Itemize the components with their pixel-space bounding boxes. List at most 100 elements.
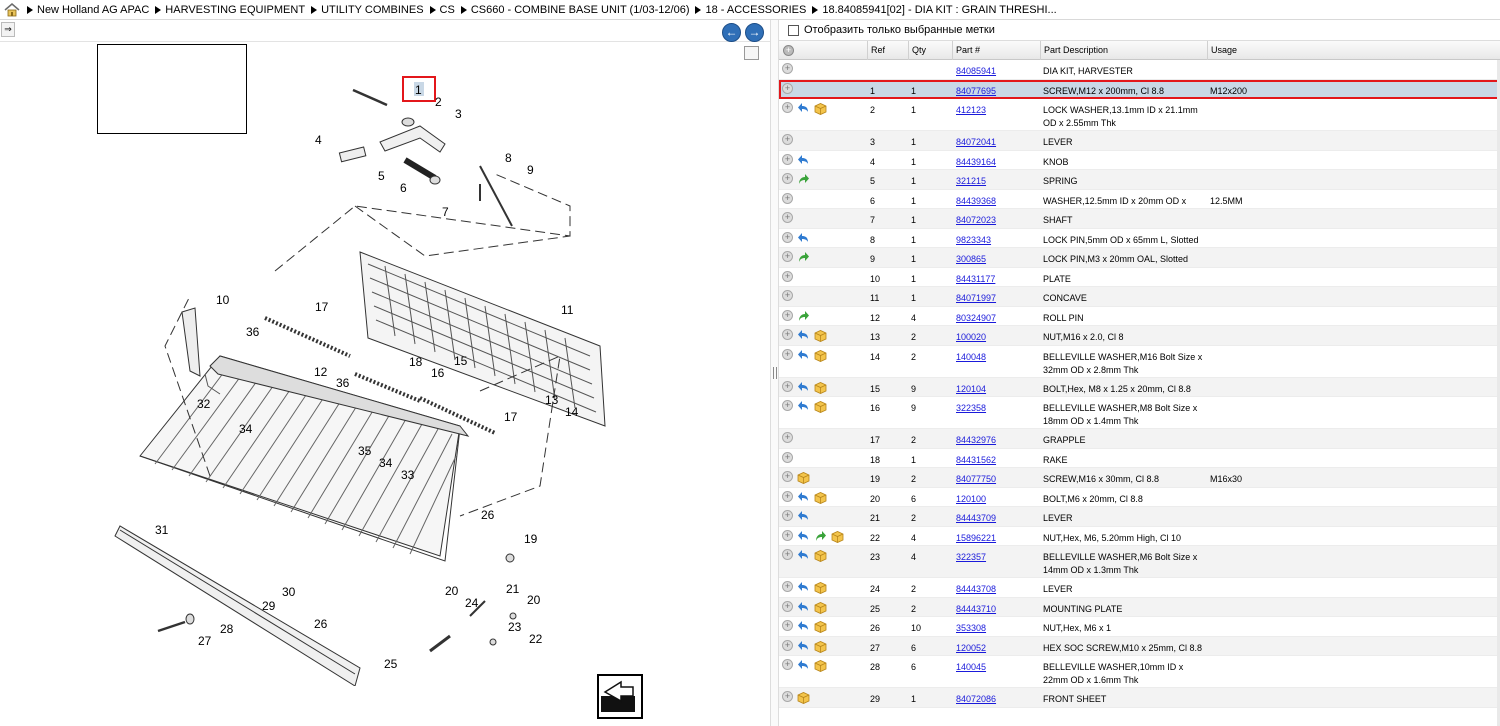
replacement-arrow-icon[interactable] — [797, 510, 810, 523]
next-arrow-icon[interactable]: → — [745, 23, 764, 42]
part-number-link[interactable]: 84072023 — [956, 215, 997, 225]
replacement-arrow-icon[interactable] — [797, 659, 810, 672]
part-number-link[interactable]: 100020 — [956, 332, 987, 342]
package-box-icon[interactable] — [814, 601, 827, 614]
callout-6[interactable]: 6 — [400, 181, 407, 195]
part-number-link[interactable]: 140048 — [956, 351, 987, 362]
part-number-link[interactable]: 140045 — [956, 662, 987, 672]
part-number-link[interactable]: 80324907 — [956, 312, 997, 323]
callout-27[interactable]: 27 — [198, 634, 212, 648]
home-icon[interactable] — [3, 2, 21, 18]
part-number-link[interactable]: 120052 — [956, 642, 987, 653]
breadcrumb-item[interactable]: CS — [429, 4, 455, 16]
replacement-arrow-icon[interactable] — [797, 400, 810, 413]
add-to-cart-icon[interactable]: + — [782, 290, 793, 301]
callout-26[interactable]: 26 — [314, 617, 328, 631]
callout-15[interactable]: 15 — [454, 354, 468, 368]
part-number-link[interactable]: 120100 — [956, 493, 987, 504]
part-number-link[interactable]: 84443709 — [956, 513, 997, 523]
add-to-cart-icon[interactable]: + — [782, 451, 793, 463]
callout-34[interactable]: 34 — [379, 456, 393, 470]
add-to-cart-icon[interactable]: + — [782, 231, 793, 243]
callout-30[interactable]: 30 — [282, 585, 296, 599]
add-to-cart-icon[interactable]: + — [782, 581, 793, 592]
part-number-link[interactable]: 84439368 — [956, 195, 997, 206]
add-to-cart-icon[interactable]: + — [782, 639, 793, 651]
breadcrumb-item[interactable]: 18 - ACCESSORIES — [695, 4, 806, 16]
column-ref[interactable]: Ref — [867, 41, 908, 60]
replacement-arrow-icon[interactable] — [797, 349, 810, 362]
exploded-parts-diagram[interactable]: 1 2 3 4 5 6 7 8 9 10 11 12 13 14 15 16 1… — [100, 56, 630, 686]
replacement-arrow-icon[interactable] — [797, 640, 810, 653]
add-to-cart-icon[interactable]: + — [782, 82, 793, 94]
replacement-arrow-icon[interactable] — [797, 601, 810, 614]
part-number-link[interactable]: 300865 — [956, 254, 987, 264]
callout-21[interactable]: 21 — [506, 582, 520, 596]
replacement-arrow-icon[interactable] — [797, 154, 810, 167]
column-usage[interactable]: Usage — [1207, 41, 1497, 60]
part-number-link[interactable]: 84432976 — [956, 435, 997, 445]
add-to-cart-icon[interactable]: + — [782, 659, 793, 670]
callout-9[interactable]: 9 — [527, 163, 534, 177]
callout-7[interactable]: 7 — [442, 205, 449, 219]
callout-29[interactable]: 29 — [262, 599, 276, 613]
breadcrumb-item[interactable]: UTILITY COMBINES — [311, 4, 424, 16]
part-number-link[interactable]: 84443708 — [956, 584, 997, 594]
part-number-link[interactable]: 84431177 — [956, 273, 996, 284]
package-box-icon[interactable] — [814, 102, 827, 115]
add-to-cart-icon[interactable]: + — [782, 549, 793, 560]
add-to-cart-icon[interactable]: + — [782, 510, 793, 521]
scrollbar[interactable] — [1497, 60, 1500, 726]
callout-3[interactable]: 3 — [455, 107, 462, 121]
callout-36[interactable]: 36 — [246, 325, 260, 339]
callout-31[interactable]: 31 — [155, 523, 169, 537]
add-to-cart-icon[interactable]: + — [782, 620, 793, 631]
part-number-link[interactable]: 321215 — [956, 176, 987, 186]
expand-all-icon[interactable]: + — [783, 45, 794, 56]
replacement-arrow-icon[interactable] — [797, 581, 810, 594]
package-box-icon[interactable] — [797, 471, 810, 484]
add-to-cart-icon[interactable]: + — [782, 212, 793, 223]
package-box-icon[interactable] — [814, 491, 827, 504]
selected-marks-checkbox[interactable] — [788, 24, 799, 36]
pane-splitter[interactable] — [770, 20, 779, 726]
callout-20[interactable]: 20 — [445, 584, 459, 598]
callout-5[interactable]: 5 — [378, 169, 385, 183]
callout-34[interactable]: 34 — [239, 422, 253, 436]
callout-8[interactable]: 8 — [505, 151, 512, 165]
callout-11[interactable]: 11 — [561, 303, 574, 317]
breadcrumb-item[interactable]: New Holland AG APAC — [27, 4, 149, 16]
add-to-cart-icon[interactable]: + — [782, 270, 793, 282]
callout-18[interactable]: 18 — [409, 355, 423, 369]
superseded-arrow-icon[interactable] — [797, 251, 810, 264]
add-to-cart-icon[interactable]: + — [782, 102, 793, 113]
add-to-cart-icon[interactable]: + — [782, 251, 793, 262]
callout-28[interactable]: 28 — [220, 622, 234, 636]
callout-20[interactable]: 20 — [527, 593, 541, 607]
package-box-icon[interactable] — [814, 349, 827, 362]
superseded-arrow-icon[interactable] — [797, 310, 810, 323]
callout-12[interactable]: 12 — [314, 365, 328, 379]
replacement-arrow-icon[interactable] — [797, 620, 810, 633]
package-box-icon[interactable] — [814, 640, 827, 653]
callout-23[interactable]: 23 — [508, 620, 522, 634]
replacement-arrow-icon[interactable] — [797, 491, 810, 504]
callout-4[interactable]: 4 — [315, 133, 322, 147]
